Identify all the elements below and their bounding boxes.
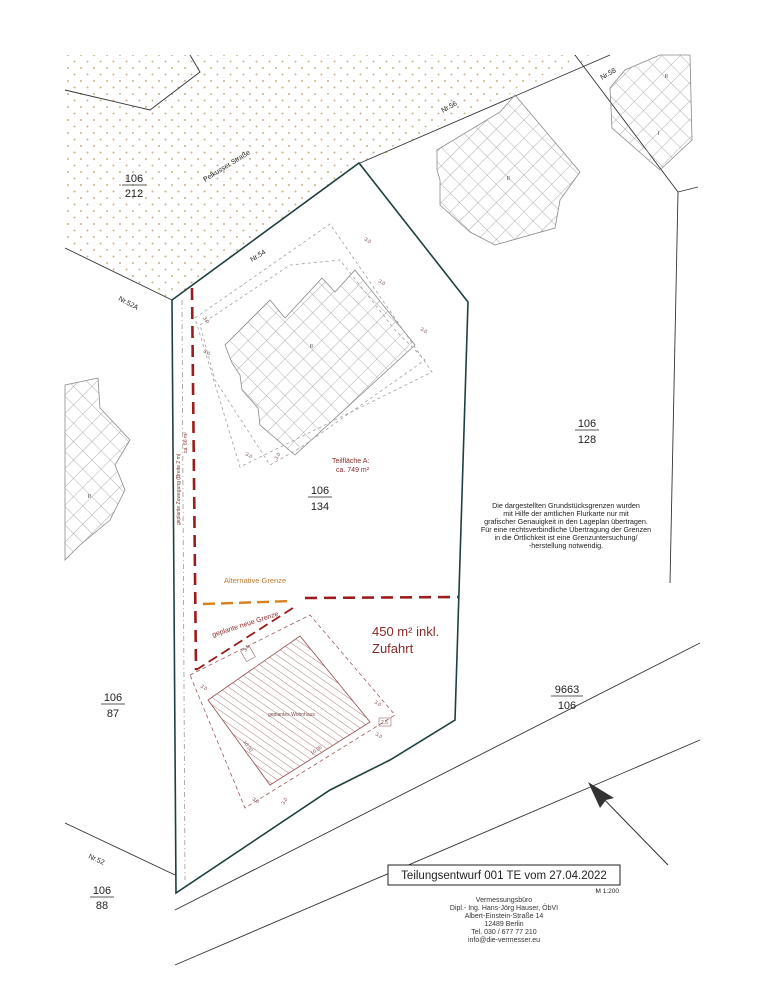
dimension-box-3-1 (240, 645, 256, 663)
alternative-border-label: Alternative Grenze (224, 576, 286, 585)
parcel-label-106-134: 106 134 (308, 485, 332, 513)
building-west (64, 377, 131, 561)
building-mark-nr58b: II (665, 74, 668, 80)
planned-house-group (189, 614, 396, 809)
svg-text:3.0: 3.0 (377, 279, 386, 288)
planned-border-label: geplante neue Grenze (211, 611, 279, 639)
house-number-52: Nr.52 (87, 853, 105, 866)
svg-text:-herstellung notwendig.: -herstellung notwendig. (529, 541, 603, 550)
svg-text:3.0: 3.0 (199, 684, 208, 693)
svg-text:87: 87 (107, 708, 119, 720)
alternative-boundary-line (202, 599, 293, 606)
title-box (387, 864, 621, 886)
house-number-58: Nr.58 (600, 67, 618, 81)
svg-text:3.0: 3.0 (373, 700, 382, 709)
building-mark-nr56: II (507, 176, 510, 182)
svg-text:3.0: 3.0 (419, 327, 428, 336)
svg-text:2.5: 2.5 (381, 720, 388, 726)
svg-text:Albert-Einstein-Straße 14: Albert-Einstein-Straße 14 (465, 913, 544, 920)
existing-buildings (64, 54, 693, 561)
svg-text:3.0: 3.0 (274, 452, 283, 461)
svg-text:Dipl.- Ing. Hans-Jörg Hauser,: Dipl.- Ing. Hans-Jörg Hauser, ÖbVI (450, 904, 558, 912)
svg-text:Für eine rechtsverbindliche Üb: Für eine rechtsverbindliche Übertragung … (481, 525, 651, 534)
teilflaeche-label: Teilfläche A: (332, 458, 369, 465)
surveyor-address: Vermessungsbüro Dipl.- Ing. Hans-Jörg Ha… (450, 897, 558, 944)
svg-text:3.0: 3.0 (244, 452, 253, 461)
street-area-2 (65, 55, 600, 300)
svg-text:3.0: 3.0 (363, 237, 372, 246)
svg-text:info@die-vermesser.eu: info@die-vermesser.eu (468, 937, 540, 944)
plan-title: Teilungsentwurf 001 TE vom 27.04.2022 (401, 870, 607, 882)
planned-boundary-lines (190, 287, 459, 671)
svg-text:mit Hilfe der amtlichen Flurka: mit Hilfe der amtlichen Flurkarte nur mi… (503, 509, 628, 518)
svg-text:106: 106 (93, 885, 111, 897)
boundary-notes: Die dargestellten Grundstücksgrenzen wur… (481, 501, 651, 550)
svg-text:106: 106 (125, 173, 143, 185)
parcel-label-9663-106: 9663 106 (551, 684, 583, 712)
main-parcel-boundary (171, 161, 469, 895)
parcel-label-106-128: 106 128 (575, 418, 599, 446)
house-number-52a: Nr.52A (117, 296, 139, 312)
parcel-label-106-212: 106 212 (122, 173, 146, 200)
svg-text:134: 134 (311, 501, 329, 513)
svg-text:106: 106 (558, 700, 576, 712)
svg-text:106: 106 (311, 485, 329, 497)
svg-text:Tel. 030 / 677 77 210: Tel. 030 / 677 77 210 (471, 929, 536, 936)
svg-text:3.0: 3.0 (202, 349, 211, 358)
svg-text:212: 212 (125, 188, 143, 200)
house-number-54: Nr.54 (249, 249, 267, 264)
plot-size-label-2: Zufahrt (372, 641, 414, 656)
plan-scale: M 1:200 (596, 888, 620, 895)
building-mark-main: II (310, 344, 313, 350)
building-main-existing (224, 269, 416, 456)
svg-text:3.1: 3.1 (243, 644, 252, 653)
lot-lines (64, 54, 701, 966)
building-mark-nr58: I (658, 131, 659, 137)
svg-text:in die Örtlichkeit ist eine Gr: in die Örtlichkeit ist eine Grenzuntersu… (494, 533, 637, 542)
planned-house (207, 635, 371, 786)
svg-text:3.0: 3.0 (201, 316, 210, 325)
north-arrow-icon (588, 782, 669, 866)
dimension-box-2-5 (378, 717, 392, 727)
building-nr58 (609, 54, 693, 171)
access-path-label: geplante Zuwegung (Breite 2 m) (176, 453, 182, 525)
planned-border-diagonal (195, 605, 297, 671)
svg-text:12489 Berlin: 12489 Berlin (484, 921, 523, 928)
svg-text:106: 106 (104, 692, 122, 704)
svg-text:9663: 9663 (555, 684, 579, 696)
building-nr56 (436, 94, 581, 246)
svg-text:88: 88 (96, 900, 108, 912)
existing-building-setback (194, 223, 433, 468)
parcel-label-106-87: 106 87 (101, 692, 125, 720)
svg-text:106: 106 (578, 418, 596, 430)
svg-text:128: 128 (578, 434, 596, 446)
plot-size-label: 450 m² inkl. (372, 624, 439, 639)
access-path-area: ca. 66 m² (183, 432, 189, 453)
access-path-line (181, 299, 186, 881)
parcel-label-106-88: 106 88 (90, 885, 114, 912)
planned-house-label: geplantes Wohnhaus (268, 712, 315, 718)
svg-text:3.0: 3.0 (251, 797, 260, 806)
teilflaeche-size: ca. 749 m² (336, 467, 370, 474)
svg-text:3.0: 3.0 (281, 797, 290, 806)
building-mark-west: II (88, 494, 91, 500)
svg-text:3.0: 3.0 (374, 732, 383, 741)
svg-text:grafischer Genauigkeit in den: grafischer Genauigkeit in den Lageplan ü… (484, 517, 648, 526)
svg-text:Die dargestellten Grundstücksg: Die dargestellten Grundstücksgrenzen wur… (492, 501, 640, 510)
svg-text:Vermessungsbüro: Vermessungsbüro (476, 897, 533, 904)
